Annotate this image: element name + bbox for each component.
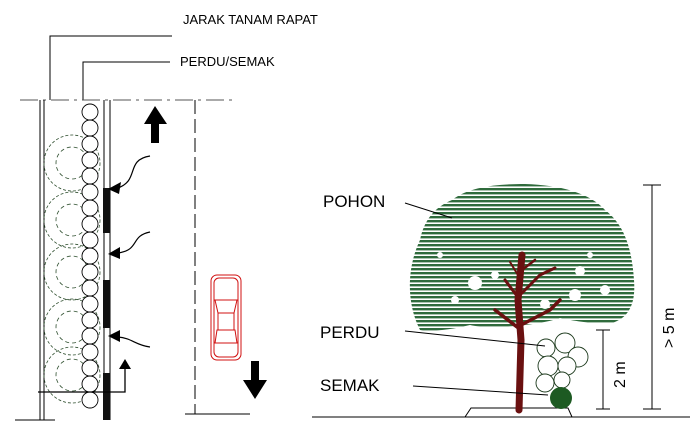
pointer-arrows — [117, 155, 151, 348]
leader-semak — [412, 385, 549, 396]
down-arrow-icon — [243, 361, 267, 399]
dimension-5m — [643, 184, 661, 410]
car-icon — [210, 274, 242, 361]
dim-label-5m: > 5 m — [661, 308, 678, 348]
section-marker-arrowhead — [119, 359, 131, 369]
canopy-gaps — [437, 252, 610, 309]
tree-trunk — [493, 251, 562, 414]
plan-view: JARAK TANAM RAPAT PERDU/SEMAK — [15, 12, 318, 421]
perdu-shrub — [535, 332, 589, 393]
leader-pohon — [404, 202, 453, 219]
label-pohon: POHON — [323, 192, 385, 211]
leader-shrub — [82, 61, 170, 100]
label-perdu: PERDU — [320, 323, 380, 342]
leader-spacing — [49, 35, 172, 100]
shrub-plan-symbols — [81, 103, 99, 409]
label-perdu-semak: PERDU/SEMAK — [180, 54, 275, 69]
label-semak: SEMAK — [320, 376, 380, 395]
arrowheads — [108, 182, 121, 342]
label-jarak-tanam-rapat: JARAK TANAM RAPAT — [183, 12, 318, 27]
leader-perdu — [404, 330, 546, 347]
section-marker — [38, 364, 126, 393]
up-arrow-icon — [144, 106, 167, 143]
dimension-2m — [596, 329, 610, 410]
elevation-view: POHON PERDU SEMAK 2 m > 5 m — [312, 184, 690, 418]
curb-bar — [103, 188, 110, 420]
dim-label-2m: 2 m — [612, 361, 629, 388]
semak-shrub — [550, 387, 572, 409]
